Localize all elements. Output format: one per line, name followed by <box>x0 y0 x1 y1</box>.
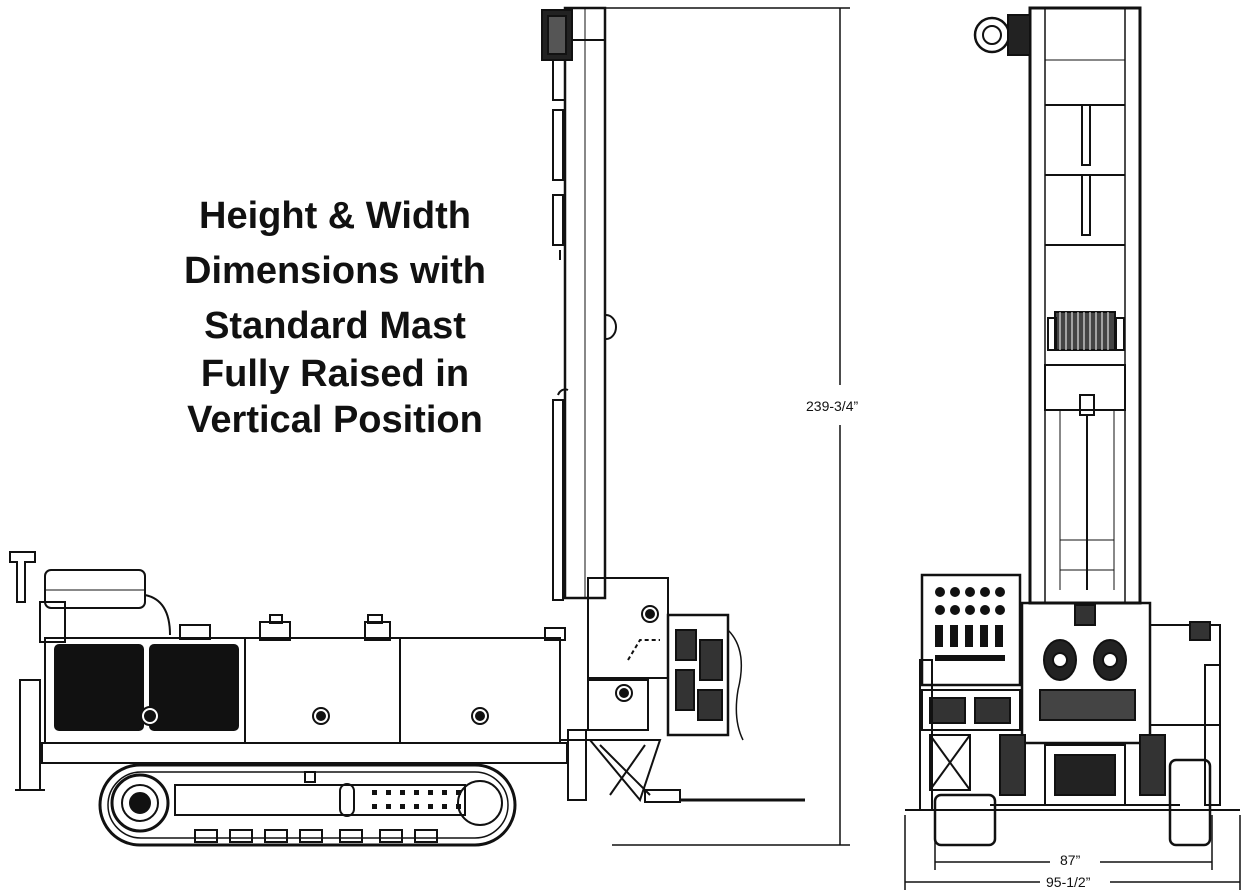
side-view <box>9 6 850 847</box>
inner-width-dimension-label: 87” <box>1060 852 1081 868</box>
height-dimension-label: 239-3/4” <box>806 398 859 414</box>
front-drill-assembly <box>1020 601 1221 806</box>
height-dimension <box>605 7 850 846</box>
mast-side <box>541 6 617 601</box>
title-line-3: Standard Mast <box>204 305 466 347</box>
outer-width-dimension-label: 95-1/2” <box>1046 874 1091 890</box>
front-undercarriage <box>905 659 1240 847</box>
control-panel <box>920 573 1022 731</box>
title-line-4: Fully Raised in <box>200 353 470 395</box>
drill-head-assembly <box>560 577 805 803</box>
title-line-2: Dimensions with <box>184 250 486 292</box>
body-panels <box>15 637 568 791</box>
width-dimensions <box>904 815 1241 890</box>
front-view <box>904 6 1241 890</box>
title-line-1: Height & Width <box>199 195 471 237</box>
mast-front <box>973 6 1142 605</box>
title-line-5: Vertical Position <box>187 399 483 441</box>
track-assembly <box>98 763 517 847</box>
engine-top <box>9 551 566 643</box>
